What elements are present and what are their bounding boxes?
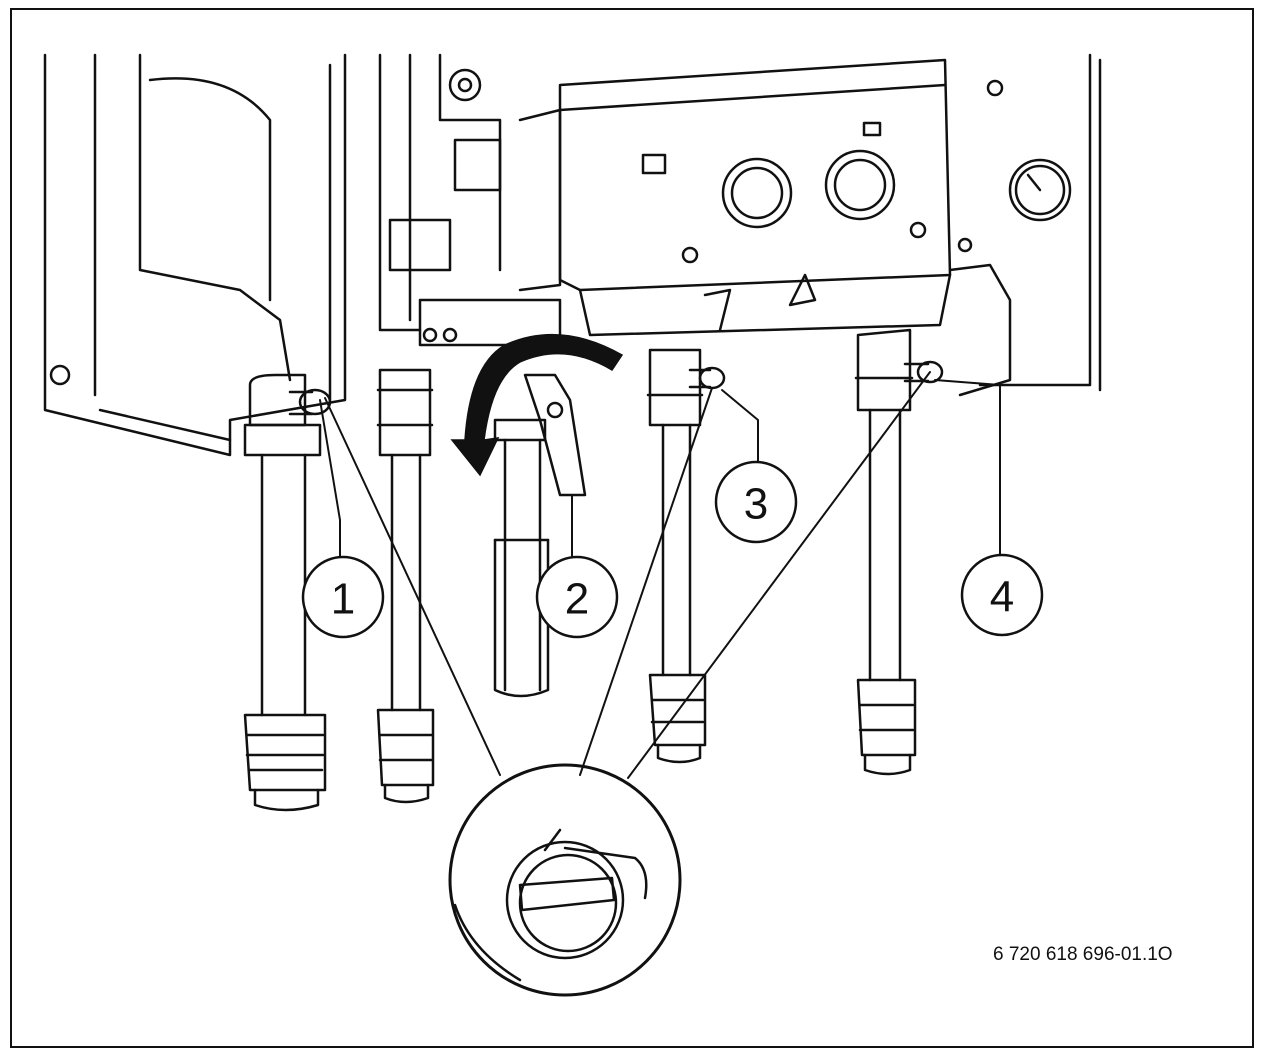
leader-lines [319, 371, 1001, 779]
callout-3-label: 3 [744, 480, 768, 529]
rotation-arrow-icon [450, 333, 624, 477]
callout-2: 2 [535, 555, 619, 639]
figure-id: 6 720 618 696-01.1O [993, 944, 1173, 965]
pipe-2-gas [493, 373, 587, 698]
callout-1-label: 1 [331, 575, 355, 624]
right-bracket [948, 237, 1012, 397]
callout-4-label: 4 [990, 573, 1014, 622]
callout-2-label: 2 [565, 575, 589, 624]
gas-valve-block [378, 53, 562, 347]
pressure-gauge [1008, 158, 1072, 222]
pipe-supply [376, 368, 435, 804]
callout-3: 3 [714, 460, 798, 544]
magnifier-detail [448, 763, 682, 997]
pipe-4 [854, 328, 944, 776]
figure-frame [10, 8, 1254, 1048]
boiler-back-panel [43, 53, 1102, 457]
pipe-3 [646, 348, 726, 764]
callout-4: 4 [960, 553, 1044, 637]
callout-1: 1 [301, 555, 385, 639]
control-box [518, 58, 952, 337]
